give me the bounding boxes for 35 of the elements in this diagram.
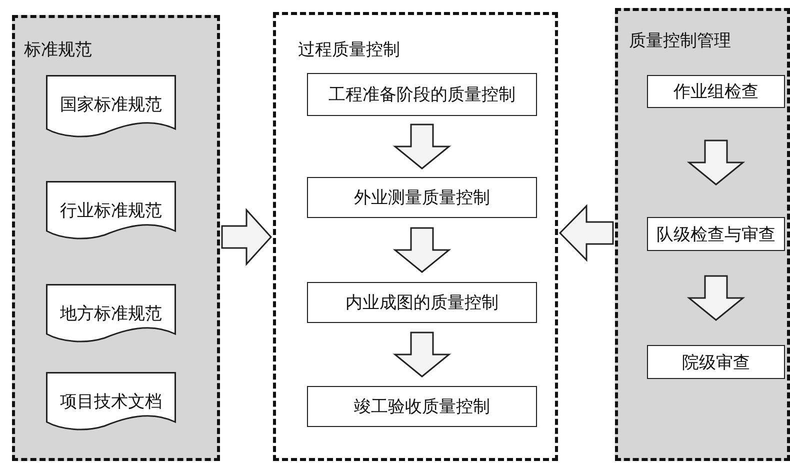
box-label: 队级检查与审查	[656, 224, 776, 246]
process-box	[647, 345, 785, 379]
box-label: 竣工验收质量控制	[354, 396, 490, 418]
process-box	[307, 282, 537, 323]
process-box	[307, 177, 537, 218]
process-box	[647, 217, 785, 251]
box-label: 作业组检查	[674, 81, 758, 103]
document-shape	[46, 181, 176, 241]
document-shape	[46, 372, 176, 432]
box-label: 外业测量质量控制	[354, 187, 490, 209]
block-arrow	[221, 208, 272, 266]
document-label: 行业标准规范	[60, 200, 162, 222]
block-arrow	[686, 140, 746, 186]
dashed-group-panel	[615, 8, 790, 461]
box-label: 内业成图的质量控制	[346, 292, 498, 314]
group-title: 标准规范	[24, 39, 92, 61]
document-label: 国家标准规范	[60, 94, 162, 116]
block-arrow	[392, 124, 452, 170]
group-title: 质量控制管理	[629, 30, 731, 52]
process-box	[307, 73, 537, 116]
block-arrow	[558, 204, 614, 262]
process-box	[647, 75, 785, 108]
document-shape	[46, 75, 176, 139]
block-arrow	[686, 275, 746, 321]
document-label: 项目技术文档	[60, 391, 162, 413]
box-label: 工程准备阶段的质量控制	[328, 84, 516, 106]
document-shape	[46, 284, 176, 344]
block-arrow	[392, 227, 452, 273]
block-arrow	[392, 332, 452, 378]
document-label: 地方标准规范	[60, 303, 162, 325]
group-title: 过程质量控制	[298, 39, 400, 61]
dashed-group-panel	[12, 15, 220, 461]
box-label: 院级审查	[682, 352, 750, 374]
process-box	[307, 386, 537, 427]
dashed-group-panel	[273, 12, 558, 461]
